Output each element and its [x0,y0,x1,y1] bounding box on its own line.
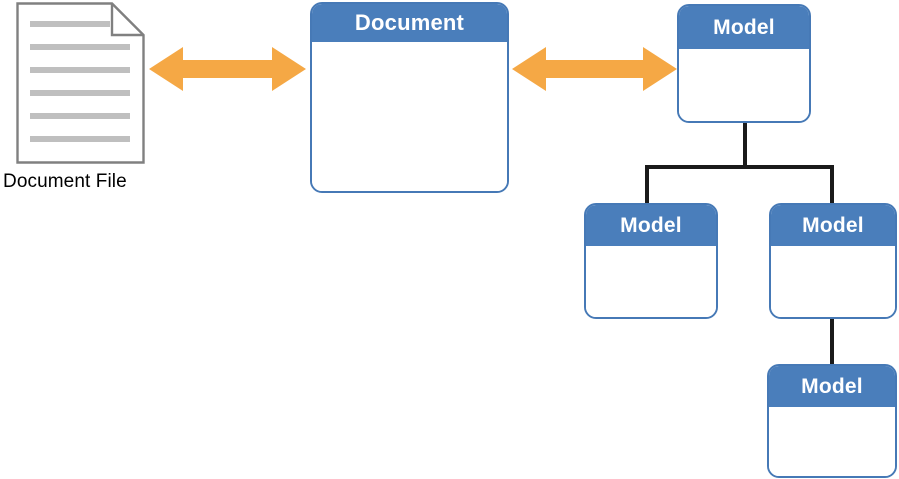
node-document[interactable]: Document [310,2,509,193]
node-model-root[interactable]: Model [677,4,811,123]
document-file-label: Document File [3,171,127,192]
connector-root-to-branch [743,122,747,168]
node-model-right[interactable]: Model [769,203,897,319]
connector-right-to-child [830,318,834,366]
document-page-icon [16,2,145,164]
arrow-document-to-model [512,47,677,91]
arrow-file-to-document [149,47,306,91]
node-model-right-title: Model [771,205,895,246]
node-model-left-title: Model [586,205,716,246]
node-model-left-body [586,246,716,317]
node-document-body [312,42,507,191]
node-model-right-body [771,246,895,317]
node-model-root-body [679,49,809,121]
node-model-child-body [769,407,895,476]
node-model-left[interactable]: Model [584,203,718,319]
node-model-root-title: Model [679,6,809,49]
node-model-child[interactable]: Model [767,364,897,478]
node-model-child-title: Model [769,366,895,407]
connector-branch-to-model-left [645,165,649,205]
connector-branch-bar [645,165,834,169]
connector-branch-to-model-right [830,165,834,205]
node-document-title: Document [312,4,507,42]
